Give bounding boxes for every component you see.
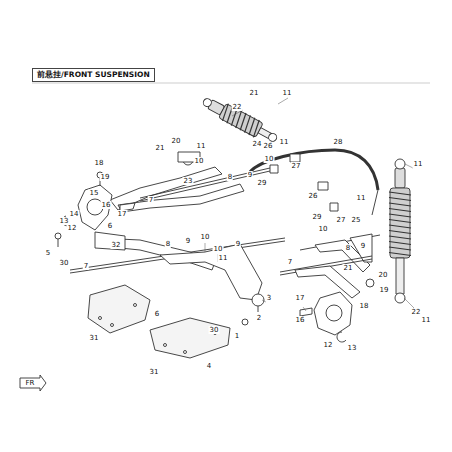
- callout-number: 11: [413, 160, 424, 168]
- callout-number: 10: [200, 233, 211, 241]
- stabilizer-bar: [250, 150, 378, 215]
- callout-number: 7: [148, 196, 154, 204]
- callout-number: 10: [194, 157, 205, 165]
- callout-number: 16: [295, 316, 306, 324]
- callout-number: 9: [235, 240, 241, 248]
- callout-number: 32: [111, 241, 122, 249]
- callout-number: 10: [213, 245, 224, 253]
- callout-number: 31: [89, 334, 100, 342]
- callout-number: 9: [247, 171, 253, 179]
- callout-number: 8: [345, 244, 351, 252]
- upper-a-arm: [110, 152, 270, 212]
- diagram-title: 前悬挂/FRONT SUSPENSION: [32, 68, 155, 82]
- leader-lines: [205, 98, 414, 311]
- callout-number: 12: [323, 341, 334, 349]
- callout-number: 11: [279, 138, 290, 146]
- callout-number: 5: [45, 249, 51, 257]
- callout-number: 6: [154, 310, 160, 318]
- coil-winding: [220, 104, 231, 121]
- callout-number: 10: [264, 155, 275, 163]
- callout-number: 11: [196, 142, 207, 150]
- callout-number: 4: [206, 362, 212, 370]
- callout-number: 2: [256, 314, 262, 322]
- coil-winding: [389, 220, 411, 223]
- callout-number: 18: [94, 159, 105, 167]
- callout-number: 11: [421, 316, 432, 324]
- lower-a-arm: [280, 256, 374, 298]
- callout-number: 11: [218, 254, 229, 262]
- callout-number: 8: [227, 173, 233, 181]
- callout-number: 6: [107, 222, 113, 230]
- coil-winding: [389, 231, 411, 234]
- coil-winding: [389, 253, 411, 256]
- callout-number: 3: [266, 294, 272, 302]
- steering-knuckle: [300, 292, 352, 342]
- coil-winding: [389, 209, 411, 212]
- callout-number: 15: [89, 189, 100, 197]
- coil-winding: [389, 247, 411, 250]
- coil-winding: [238, 113, 249, 130]
- callout-number: 22: [411, 308, 422, 316]
- callout-number: 27: [291, 162, 302, 170]
- coil-winding: [389, 192, 411, 195]
- callout-number: 11: [356, 194, 367, 202]
- callout-number: 1: [234, 332, 240, 340]
- coil-winding: [389, 214, 411, 217]
- shock-absorber: [200, 93, 281, 147]
- callout-number: 12: [67, 224, 78, 232]
- callout-number: 17: [117, 210, 128, 218]
- coil-winding: [242, 115, 253, 132]
- callout-number: 20: [171, 137, 182, 145]
- coil-winding: [233, 111, 244, 128]
- coil-winding: [389, 225, 411, 228]
- callout-number: 30: [209, 326, 220, 334]
- callout-number: 29: [257, 179, 268, 187]
- callout-number: 21: [343, 264, 354, 272]
- title-rule: [32, 83, 430, 84]
- coil-winding: [389, 203, 411, 206]
- callout-number: 8: [165, 240, 171, 248]
- callout-number: 9: [185, 237, 191, 245]
- callout-number: 17: [295, 294, 306, 302]
- coil-winding: [246, 118, 257, 135]
- callout-number: 22: [232, 103, 243, 111]
- skid-plate: [88, 285, 230, 358]
- callout-number: 14: [69, 210, 80, 218]
- callout-number: 30: [59, 259, 70, 267]
- callout-number: 29: [312, 213, 323, 221]
- callout-number: 16: [101, 201, 112, 209]
- callout-number: 25: [351, 216, 362, 224]
- front-arrow: [20, 375, 46, 391]
- callout-number: 26: [308, 192, 319, 200]
- callout-number: 20: [378, 271, 389, 279]
- callout-number: 11: [282, 89, 293, 97]
- callout-number: 18: [359, 302, 370, 310]
- callout-number: 28: [333, 138, 344, 146]
- callout-number: 21: [249, 89, 260, 97]
- callout-number: 24: [252, 140, 263, 148]
- callout-number: 9: [360, 242, 366, 250]
- callout-number: 19: [379, 286, 390, 294]
- callout-number: 10: [318, 225, 329, 233]
- callout-number: 31: [149, 368, 160, 376]
- coil-winding: [389, 236, 411, 239]
- coil-winding: [389, 198, 411, 201]
- callout-number: 21: [155, 144, 166, 152]
- callout-number: 7: [287, 258, 293, 266]
- front-marker: FR: [25, 379, 36, 387]
- callout-number: 7: [83, 262, 89, 270]
- callout-number: 26: [263, 142, 274, 150]
- shock-absorber: [389, 159, 411, 303]
- callout-number: 27: [336, 216, 347, 224]
- coil-winding: [389, 242, 411, 245]
- callout-number: 23: [183, 177, 194, 185]
- callout-number: 13: [347, 344, 358, 352]
- callout-number: 19: [100, 173, 111, 181]
